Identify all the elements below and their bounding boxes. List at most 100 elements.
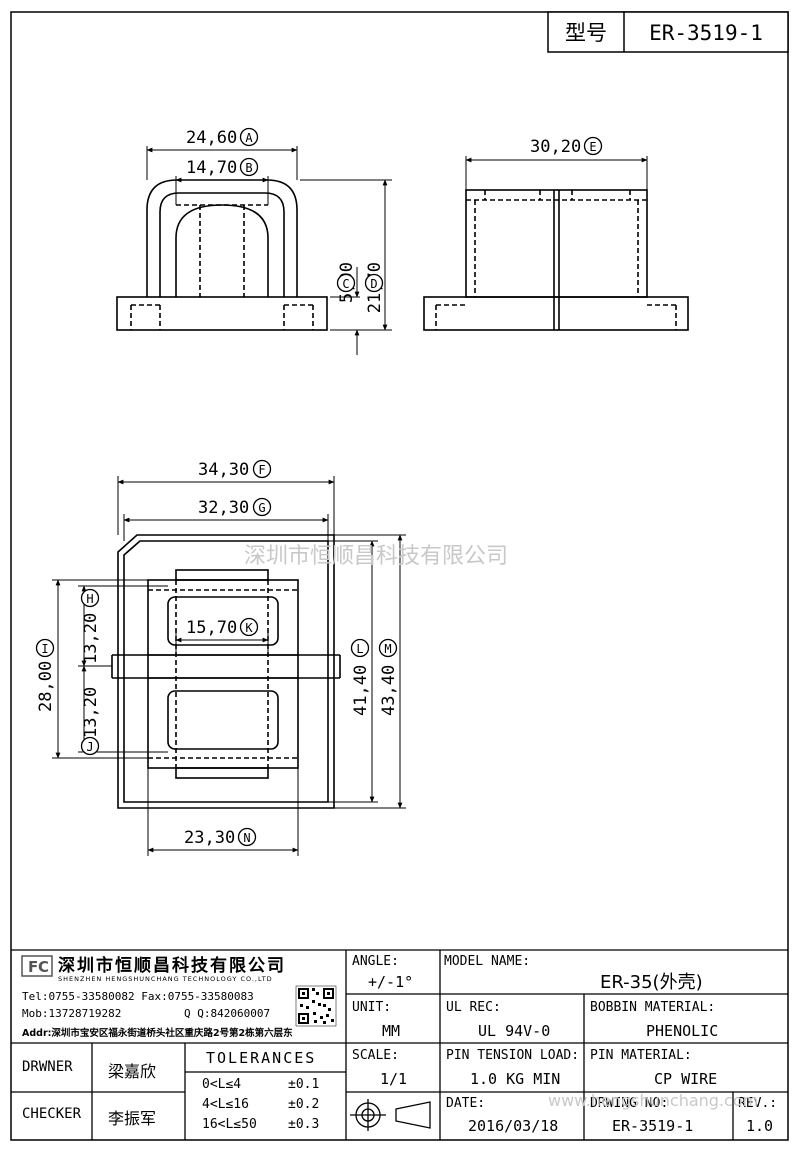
dim-e-circle <box>583 136 603 156</box>
drawner-value: 梁嘉欣 <box>108 1062 157 1081</box>
dim-h-value: 13,20 <box>81 613 101 664</box>
date-value: 2016/03/18 <box>468 1117 559 1135</box>
tolerances-label: TOLERANCES <box>206 1049 317 1067</box>
top-view <box>111 534 341 809</box>
dim-j-value: 13,20 <box>81 687 101 738</box>
company-name: 深圳市恒顺昌科技有限公司 <box>58 956 286 976</box>
side-view <box>423 189 689 331</box>
dim-k-value: 15,70 <box>186 618 237 638</box>
front-view-dimensions <box>146 146 392 355</box>
dim-c-letter: C <box>342 277 349 291</box>
rev-label: REV.: <box>738 1096 778 1111</box>
dim-k-letter: K <box>245 621 253 635</box>
model-header-box: 型号 ER-3519-1 <box>547 11 789 53</box>
dim-d-letter: D <box>370 277 377 291</box>
dim-i-circle <box>35 638 55 658</box>
watermark-bottom: www.hengshunchang.com <box>548 1091 759 1110</box>
bobbin-material-label: BOBBIN MATERIAL: <box>590 1000 716 1015</box>
dim-m-letter: M <box>384 642 391 656</box>
watermark-center: 深圳市恒顺昌科技有限公司 <box>244 544 509 569</box>
dim-m-circle <box>378 638 398 658</box>
drawing-no-label: DRWING NO: <box>590 1096 669 1111</box>
front-view <box>116 179 328 331</box>
dim-h-circle <box>80 588 100 608</box>
dim-c-circle <box>336 273 356 293</box>
dim-i-letter: I <box>41 642 48 656</box>
dim-f-value: 34,30 <box>198 460 249 480</box>
dim-b-letter: B <box>245 161 252 175</box>
scale-label: SCALE: <box>352 1048 399 1063</box>
qr-code <box>295 985 337 1027</box>
dim-k-circle <box>239 617 259 637</box>
dim-e-letter: E <box>589 140 596 154</box>
dim-a-circle <box>239 127 259 147</box>
dim-a-letter: A <box>245 131 253 145</box>
unit-label: UNIT: <box>352 1000 392 1015</box>
dimension-labels: 24,60 A 14,70 B 30,20 E 34,30 F 32,30 G … <box>184 127 603 848</box>
checker-label: CHECKER <box>22 1106 82 1122</box>
dim-a-value: 24,60 <box>186 128 237 148</box>
dim-j-circle <box>80 736 100 756</box>
angle-label: ANGLE: <box>352 954 399 969</box>
company-mobile: Mob:13728719282 <box>22 1007 122 1020</box>
sheet-border <box>10 11 789 1141</box>
model-header-label: 型号 <box>565 21 607 45</box>
ul-rec-value: UL 94V-0 <box>478 1022 551 1040</box>
dim-b-value: 14,70 <box>186 158 237 178</box>
projection-symbol-icon <box>350 1099 431 1131</box>
dim-n-value: 23,30 <box>184 828 235 848</box>
rev-value: 1.0 <box>746 1117 774 1135</box>
company-tel-fax: Tel:0755-33580082 Fax:0755-33580083 <box>22 990 254 1003</box>
dim-g-letter: G <box>258 501 265 515</box>
scale-value: 1/1 <box>380 1070 408 1088</box>
company-qq: Q Q:842060007 <box>184 1007 271 1020</box>
drawing-no-value: ER-3519-1 <box>612 1117 694 1135</box>
company-address: Addr:深圳市宝安区福永街道桥头社区重庆路2号第2栋第六层东 <box>22 1028 293 1039</box>
dim-l-letter: L <box>356 642 363 656</box>
svg-text:C: C <box>38 958 49 976</box>
dim-i-value: 28,00 <box>36 661 56 712</box>
svg-text:F: F <box>28 958 38 976</box>
angle-value: +/-1° <box>368 973 414 991</box>
tolerance-range: 4<L≤16 <box>202 1097 249 1112</box>
pin-tension-value: 1.0 KG MIN <box>470 1070 561 1088</box>
dim-h-letter: H <box>86 592 93 606</box>
company-logo: F C <box>21 955 53 977</box>
tolerance-value: ±0.3 <box>288 1117 320 1132</box>
model-header-value: ER-3519-1 <box>649 21 763 45</box>
dim-f-letter: F <box>258 463 265 477</box>
tolerance-value: ±0.1 <box>288 1077 320 1092</box>
tolerance-value: ±0.2 <box>288 1097 320 1112</box>
date-label: DATE: <box>446 1096 486 1111</box>
company-english-name: SHENZHEN HENGSHUNCHANG TECHNOLOGY CO.,LT… <box>58 975 273 983</box>
bobbin-material-value: PHENOLIC <box>646 1022 719 1040</box>
dim-j-letter: J <box>86 740 93 754</box>
tolerance-range: 16<L≤50 <box>202 1117 257 1132</box>
dim-d-circle <box>364 273 384 293</box>
checker-value: 李振军 <box>108 1109 157 1128</box>
pin-material-value: CP WIRE <box>654 1070 718 1088</box>
dim-m-value: 43,40 <box>379 665 399 716</box>
ul-rec-label: UL REC: <box>446 1000 501 1015</box>
dim-f-circle <box>252 459 272 479</box>
title-block-grid <box>11 949 788 1140</box>
unit-value: MM <box>382 1022 401 1040</box>
side-view-dimensions <box>465 156 648 190</box>
dim-l-circle <box>350 638 370 658</box>
dim-g-circle <box>252 497 272 517</box>
dim-n-circle <box>237 827 257 847</box>
dim-e-value: 30,20 <box>530 137 581 157</box>
vertical-dimension-labels: 5,00 C 21,70 D H 13,20 I 28,00 J 13,20 4… <box>35 262 399 756</box>
dim-l-value: 41,40 <box>351 665 371 716</box>
pin-material-label: PIN MATERIAL: <box>590 1048 692 1063</box>
model-name-label: MODEL NAME: <box>444 954 531 969</box>
dim-n-letter: N <box>243 831 250 845</box>
top-view-dimensions <box>52 476 406 856</box>
drawner-label: DRWNER <box>22 1059 73 1075</box>
model-name-value: ER-35(外壳) <box>600 972 703 993</box>
dim-g-value: 32,30 <box>198 498 249 518</box>
dim-b-circle <box>239 157 259 177</box>
pin-tension-label: PIN TENSION LOAD: <box>446 1048 580 1063</box>
tolerance-range: 0<L≤4 <box>202 1077 242 1092</box>
